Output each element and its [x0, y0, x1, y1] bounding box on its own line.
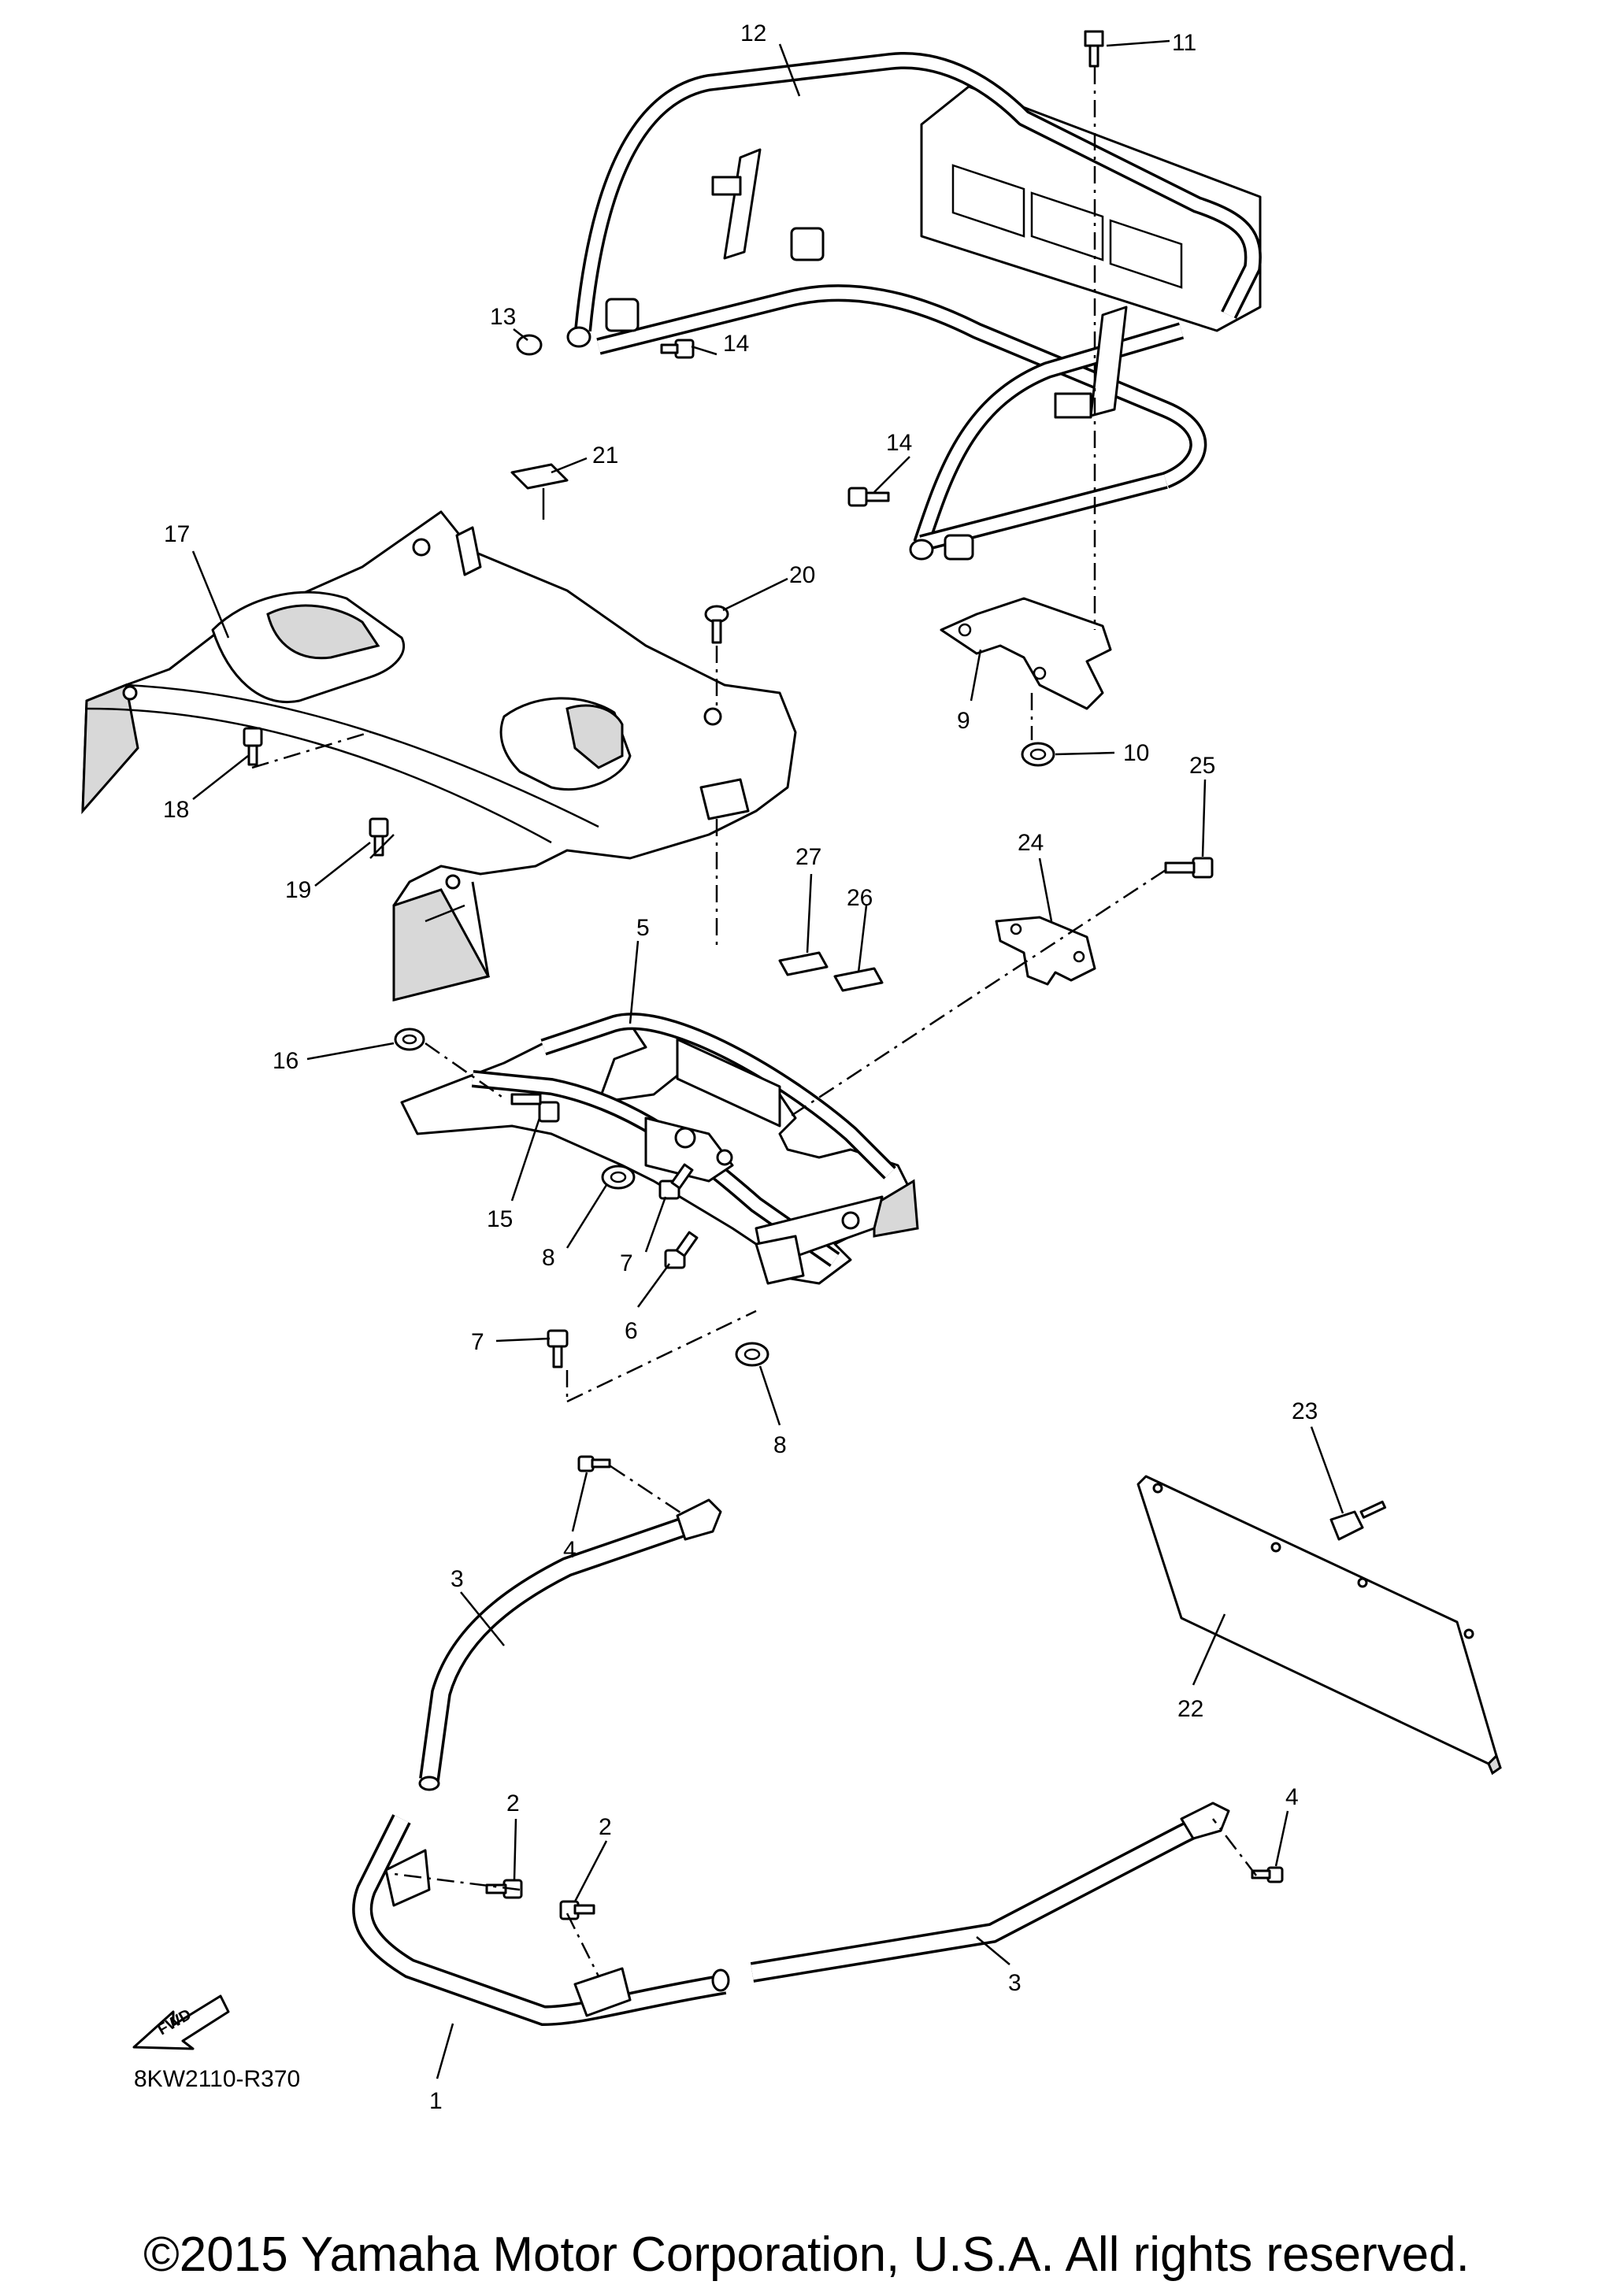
callout-17: 17: [164, 521, 190, 547]
callout-8b: 8: [773, 1432, 787, 1458]
callout-12: 12: [740, 20, 766, 46]
nut-8b: [735, 1342, 769, 1367]
callout-10: 10: [1123, 740, 1149, 766]
bracket-9: [940, 597, 1112, 710]
callouts: 12 11 13 14 14 21 17 20 9 10 25 18 24 27…: [134, 20, 1318, 2114]
callout-19: 19: [285, 877, 311, 903]
callout-14b: 14: [886, 430, 912, 456]
callout-23: 23: [1292, 1398, 1318, 1424]
callout-3b: 3: [1008, 1970, 1022, 1996]
callout-27: 27: [795, 844, 821, 870]
nut-8a: [601, 1165, 636, 1190]
callout-1: 1: [429, 2088, 443, 2114]
nut-16: [394, 1028, 425, 1051]
callout-20: 20: [789, 562, 815, 588]
bolt-7a: [658, 1163, 694, 1200]
leader-lines: [191, 39, 1344, 2079]
copyright-notice: ©2015 Yamaha Motor Corporation, U.S.A. A…: [143, 2227, 1470, 2282]
rear-rack: [566, 52, 1262, 561]
bolt-2b: [559, 1900, 595, 1920]
callout-8a: 8: [542, 1245, 555, 1271]
callout-15: 15: [487, 1206, 513, 1232]
bolt-4b: [1251, 1866, 1284, 1883]
nut-10: [1021, 742, 1055, 767]
callout-26: 26: [847, 885, 873, 911]
label-26: [833, 967, 884, 992]
bolt-11: [1084, 30, 1104, 68]
bolt-6: [664, 1231, 699, 1269]
callout-11: 11: [1172, 30, 1196, 56]
callout-5: 5: [636, 915, 650, 941]
bolt-14b: [847, 487, 890, 507]
callout-4a: 4: [563, 1537, 577, 1563]
bumper-bars: [352, 1498, 1230, 2027]
label-27: [778, 951, 829, 976]
callout-21: 21: [592, 443, 618, 468]
bolt-25: [1164, 857, 1214, 879]
callout-2b: 2: [599, 1814, 612, 1840]
callout-13: 13: [490, 304, 516, 330]
callout-9: 9: [957, 708, 970, 734]
rivet-23: [1329, 1500, 1387, 1541]
plate-22: [1137, 1475, 1502, 1776]
callout-2a: 2: [506, 1791, 520, 1816]
rear-frame: [400, 1013, 919, 1285]
callout-24: 24: [1018, 830, 1044, 856]
bolt-15: [510, 1093, 560, 1123]
diagram-code: 8KW2110-R370: [134, 2066, 300, 2092]
bolt-4a: [577, 1455, 611, 1472]
callout-14a: 14: [723, 331, 749, 357]
callout-7a: 7: [620, 1250, 633, 1276]
bracket-24: [995, 916, 1096, 986]
bolt-19: [369, 817, 389, 857]
callout-16: 16: [273, 1048, 298, 1074]
bolt-7b: [547, 1329, 569, 1368]
bolt-14a: [660, 339, 695, 359]
callout-6: 6: [625, 1318, 638, 1344]
callout-25: 25: [1189, 753, 1215, 779]
callout-3a: 3: [451, 1566, 464, 1592]
rear-fender: [81, 510, 797, 1002]
fwd-arrow-icon: FWD: [132, 1994, 230, 2050]
screw-20: [704, 605, 729, 644]
callout-7b: 7: [471, 1329, 484, 1355]
cap-13: [516, 334, 543, 356]
label-21: [510, 463, 569, 490]
callout-18: 18: [163, 797, 189, 823]
bolt-18: [243, 727, 263, 766]
callout-22: 22: [1177, 1696, 1203, 1722]
callout-4b: 4: [1285, 1784, 1299, 1810]
fasteners: [243, 30, 1387, 1920]
